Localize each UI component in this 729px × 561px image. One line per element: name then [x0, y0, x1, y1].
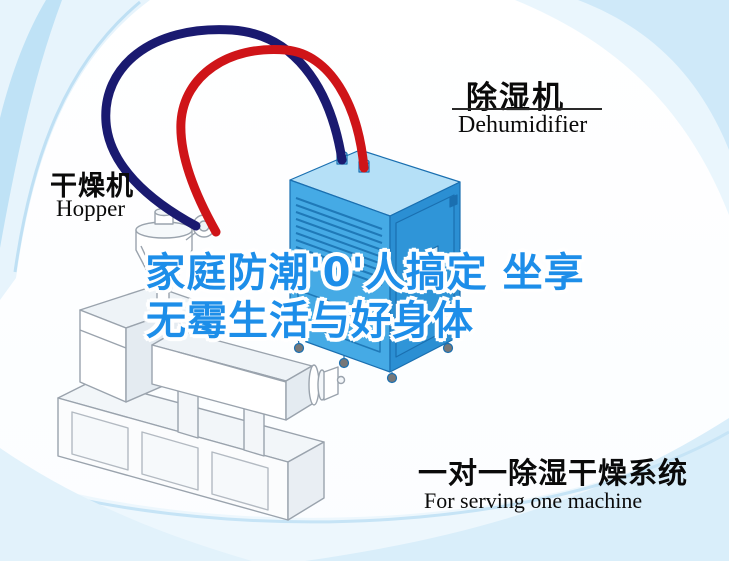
door-hinges — [449, 194, 458, 268]
swoosh-top-right-band — [578, 0, 729, 150]
hopper-label-en: Hopper — [56, 196, 125, 221]
swoosh-bottom-left-band — [0, 448, 252, 561]
control-panel — [409, 245, 439, 289]
caster-wheels — [293, 337, 454, 384]
extruder-barrel — [151, 329, 313, 421]
dehumidifier-label-underline — [452, 108, 602, 110]
footer-title-zh: 一对一除湿干燥系统 — [418, 456, 689, 490]
dehumidifier-label-en: Dehumidifier — [458, 112, 588, 138]
swoosh-bottom-right-band — [305, 418, 729, 561]
headline-line2: 无霉生活与好身体 — [146, 298, 474, 344]
front-access-panel — [297, 289, 381, 353]
dehumidifier-label-zh: 除湿机 — [466, 80, 565, 116]
swoosh-top-left-band — [0, 0, 62, 248]
die-flange — [308, 364, 346, 406]
footer-subtitle-en: For serving one machine — [424, 488, 643, 513]
headline-line1: 家庭防潮'0'人搞定 坐享 — [145, 250, 585, 296]
barrel-supports — [177, 389, 265, 457]
swoosh-bottom-line — [0, 430, 729, 524]
extruder-machine-illustration — [57, 207, 346, 521]
